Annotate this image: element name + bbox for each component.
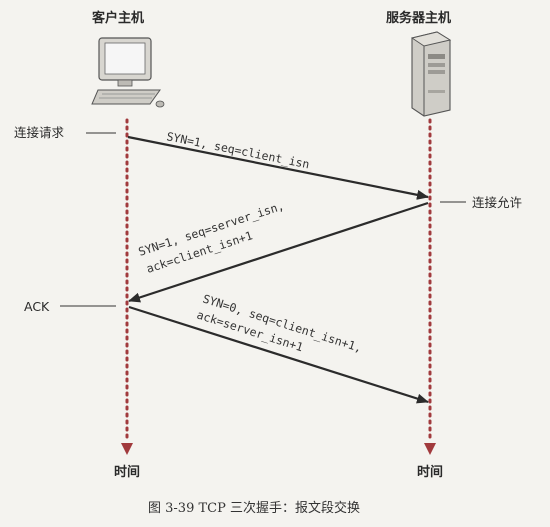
syn-ack-arrow [128, 201, 429, 303]
client-time-label: 时间 [114, 464, 140, 480]
desktop-computer-icon [91, 37, 165, 108]
connection-granted-label: 连接允许 [472, 195, 522, 210]
client-timeline-arrow-icon [121, 443, 133, 455]
ack-label: ACK [24, 299, 50, 314]
connection-request-label: 连接请求 [14, 125, 65, 140]
syn-arrow [127, 135, 429, 200]
syn-message-label: SYN=1, seq=client_isn [165, 129, 310, 171]
server-timeline-arrow-icon [424, 443, 436, 455]
server-time-label: 时间 [417, 464, 443, 480]
server-tower-icon [410, 31, 452, 117]
ack-arrow [128, 305, 429, 404]
server-host-title: 服务器主机 [386, 10, 451, 26]
client-host-title: 客户主机 [92, 10, 144, 26]
figure-caption: 图 3-39 TCP 三次握手：报文段交换 [148, 500, 360, 516]
